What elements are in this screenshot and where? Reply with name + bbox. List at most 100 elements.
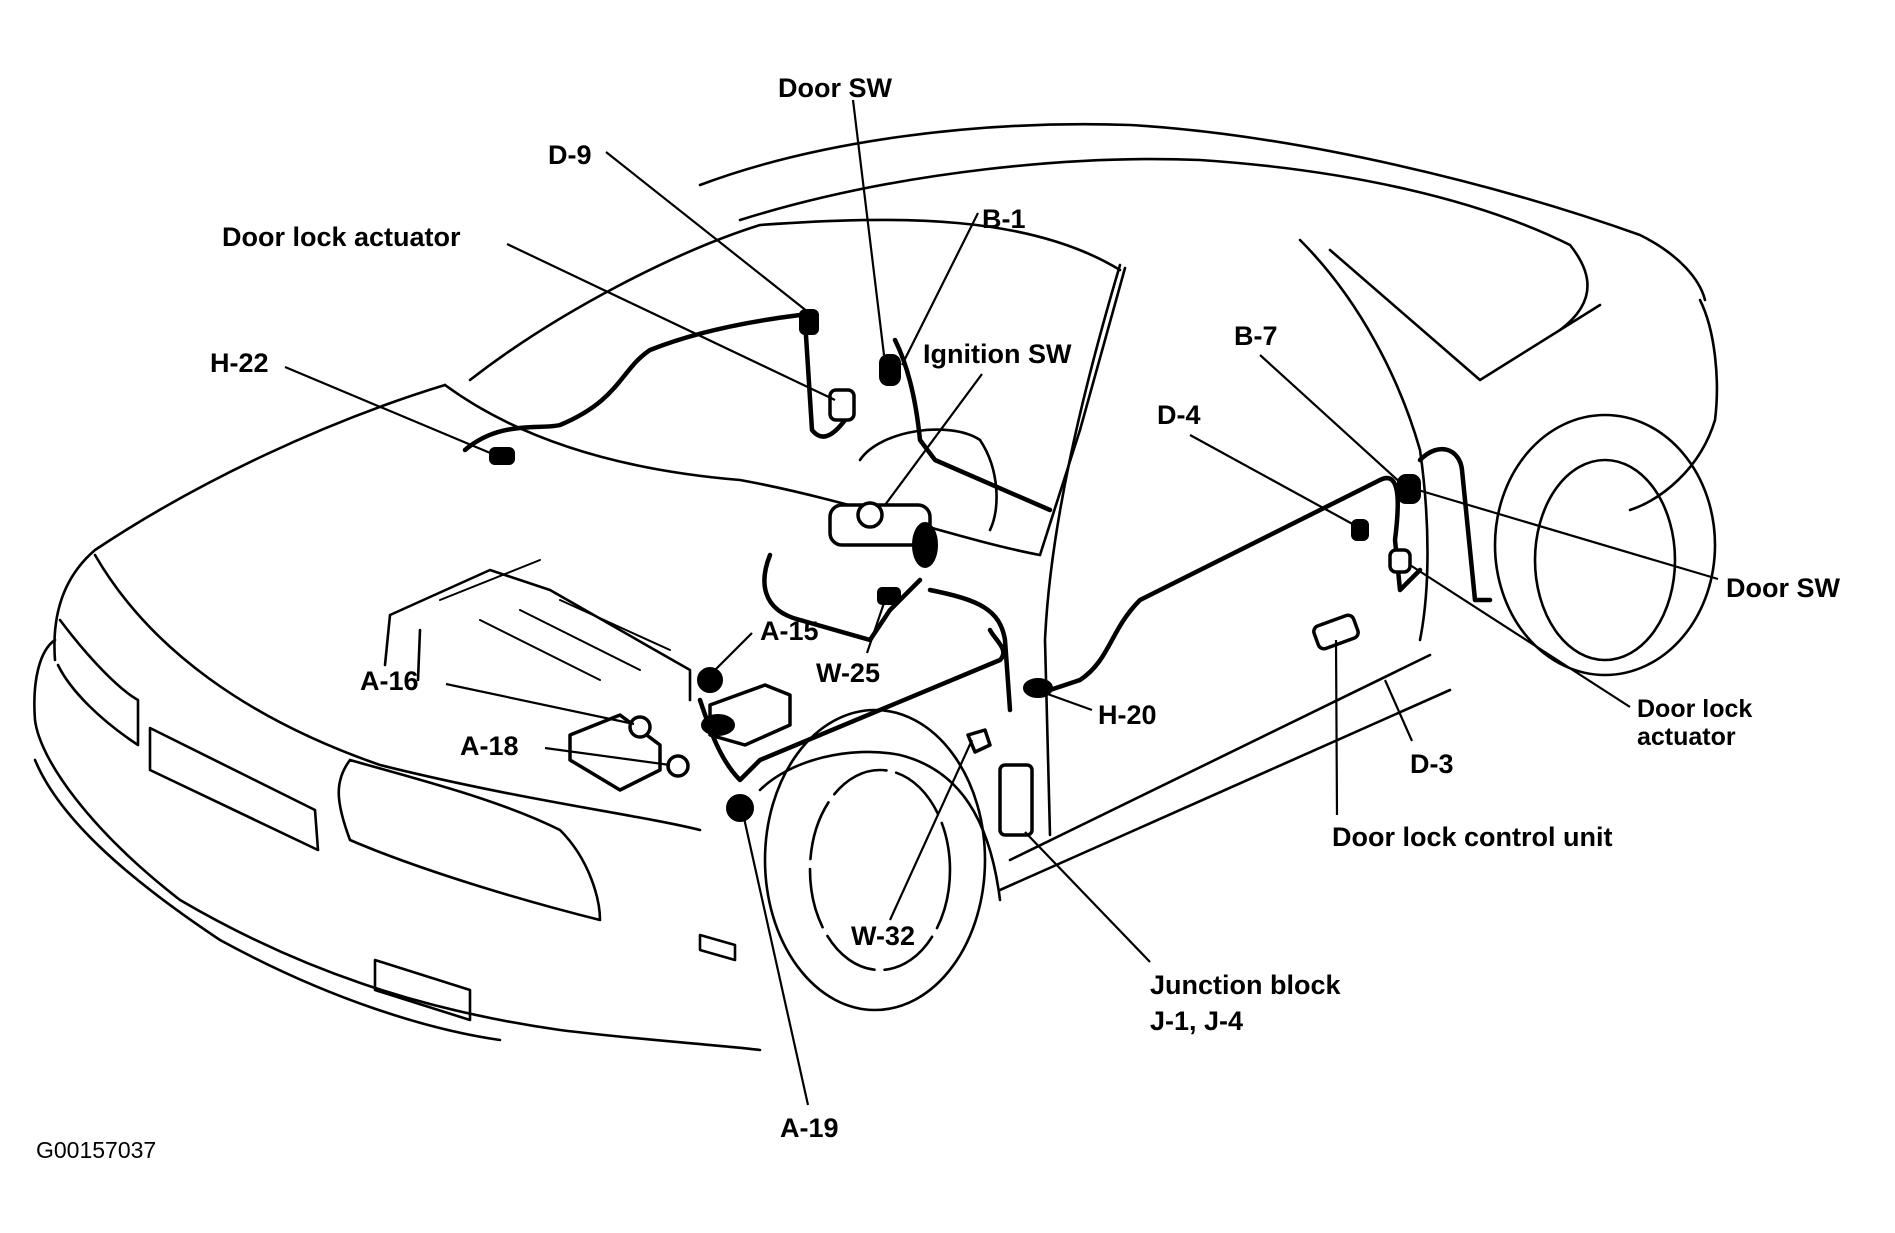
grille (148, 726, 320, 852)
hood-crease (93, 553, 702, 832)
junction-block (998, 763, 1034, 837)
roof-inner-line (738, 157, 1589, 332)
label-d4: D-4 (1157, 400, 1201, 430)
front-wheel-inner (808, 768, 952, 972)
label-door-sw-right: Door SW (1726, 573, 1841, 603)
leader-d9 (605, 151, 809, 313)
label-ignition-sw: Ignition SW (923, 339, 1072, 369)
leader-ignition-sw (884, 373, 983, 506)
connector-w25 (877, 587, 901, 605)
connector-a15 (697, 667, 723, 693)
connector-b1 (879, 354, 901, 386)
harness-b-pillar (1417, 447, 1493, 603)
leader-door-sw-right (1417, 488, 1719, 581)
label-door-lock-control-unit: Door lock control unit (1332, 822, 1613, 852)
harness-a-pillar (927, 587, 1013, 713)
leader-d3 (1383, 679, 1414, 742)
roof-outline (698, 122, 1707, 302)
harness-dash (462, 312, 813, 453)
label-junction-block-2: J-1, J-4 (1150, 1006, 1243, 1036)
leader-h20 (1041, 690, 1093, 712)
engine-cover-rib (559, 599, 671, 651)
a-pillar (1043, 263, 1122, 837)
label-door-lock-actuator-left: Door lock actuator (222, 222, 461, 252)
label-b7: B-7 (1234, 321, 1278, 351)
connector-h22 (489, 447, 515, 465)
label-b1: B-1 (982, 204, 1026, 234)
door-lock-actuator-right (1388, 548, 1412, 574)
ignition-switch (828, 501, 938, 568)
callout-labels: Door SW D-9 B-1 Door lock actuator H-22 … (210, 73, 1841, 1143)
harness-cowl (762, 552, 923, 643)
label-door-lock-actuator-right-2: actuator (1637, 723, 1736, 751)
leader-a19 (742, 817, 810, 1106)
connector-d9 (799, 309, 819, 335)
harness-door-sw-drop (802, 317, 848, 439)
engine-cover-rib (479, 619, 601, 681)
label-a18: A-18 (460, 731, 519, 761)
components (489, 309, 1421, 837)
b-pillar (1298, 238, 1429, 642)
label-w25: W-25 (816, 658, 880, 688)
leader-a15 (712, 632, 753, 673)
connector-a19 (726, 794, 754, 822)
front-wheel-outer (763, 708, 987, 1012)
label-door-lock-actuator-right-1: Door lock (1637, 695, 1752, 723)
label-w32: W-32 (851, 921, 915, 951)
harness-rear-door (1377, 475, 1423, 593)
label-h20: H-20 (1098, 700, 1157, 730)
leader-door-sw-top (851, 99, 886, 356)
connector-a16-a18-block (701, 714, 735, 736)
front-bumper (33, 758, 502, 1042)
label-d3: D-3 (1410, 749, 1454, 779)
leader-door-lock-actuator-left (506, 243, 836, 401)
front-wheel-arch (758, 750, 1002, 902)
side-marker (698, 933, 737, 962)
leader-d4 (1189, 434, 1359, 528)
engine-cover (383, 568, 692, 702)
leader-junction-block (1024, 831, 1151, 963)
hood-outline (53, 383, 447, 662)
connector-b7-door-sw (1397, 474, 1421, 504)
label-a16: A-16 (360, 666, 419, 696)
leader-h22 (284, 365, 496, 457)
steering-wheel (858, 428, 998, 532)
label-junction-block-1: Junction block (1150, 970, 1342, 1000)
leader-b7 (1259, 354, 1404, 486)
connector-a18 (666, 754, 690, 778)
label-door-sw-top: Door SW (778, 73, 893, 103)
fog-light (373, 958, 472, 1022)
leader-w32 (888, 739, 974, 921)
label-a15: A-15 (760, 616, 819, 646)
connector-d4 (1351, 519, 1369, 541)
windshield-bottom (443, 383, 1042, 557)
harness-rocker (1047, 477, 1383, 693)
front-light-right (337, 758, 602, 922)
windshield-top (468, 218, 1122, 382)
leader-door-lock-actuator-right (1409, 564, 1631, 708)
label-h22: H-22 (210, 348, 269, 378)
label-d9: D-9 (548, 140, 592, 170)
connector-a16 (628, 715, 652, 739)
engine-cover-rib (439, 559, 541, 601)
door-lock-control-unit (1312, 613, 1360, 651)
rear-wheel-outer (1493, 413, 1717, 677)
leader-lines (284, 99, 1719, 1106)
windshield-right-pillar (1038, 266, 1127, 557)
harness-ignition (892, 337, 1053, 513)
leader-a18 (544, 746, 671, 767)
figure-id: G00157037 (36, 1137, 157, 1163)
rear-quarter (1628, 298, 1719, 512)
engine-cover-rib (519, 609, 641, 671)
car-body (33, 122, 1719, 1052)
wiring-harness (462, 312, 1493, 783)
rocker-panel (998, 653, 1452, 892)
front-light-left (56, 618, 140, 747)
leader-b1 (901, 212, 979, 366)
door-lock-actuator-left (828, 388, 856, 422)
connector-w32 (966, 728, 992, 754)
leader-a16 (445, 682, 635, 726)
leader-door-lock-control-unit (1334, 639, 1339, 816)
label-a19: A-19 (780, 1113, 839, 1143)
